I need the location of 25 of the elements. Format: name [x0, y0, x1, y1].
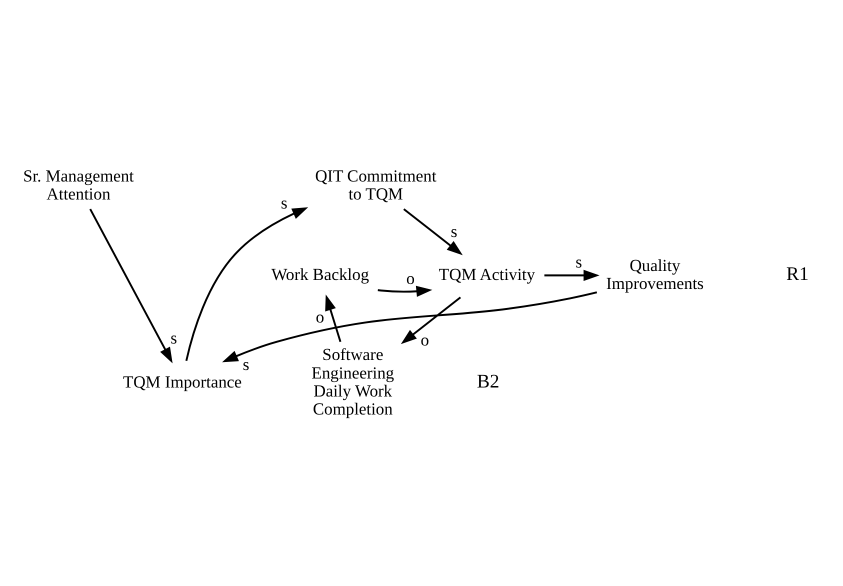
- arrow: [88, 208, 172, 363]
- node-text: Software Engineering Daily Work Completion: [311, 344, 394, 418]
- edge-label: s: [242, 354, 249, 374]
- node-text: TQM Importance: [122, 372, 242, 391]
- label: B2: [476, 371, 499, 392]
- node-text: Work Backlog: [270, 264, 369, 284]
- arrow: [377, 285, 432, 296]
- arrow: [544, 269, 600, 280]
- edge-label: o: [406, 268, 414, 288]
- arrow: [324, 294, 341, 342]
- arrow: [402, 208, 462, 255]
- arrow: [184, 206, 308, 360]
- edge-label: s: [450, 222, 457, 241]
- edge-label: o: [420, 330, 429, 350]
- edge-label: s: [575, 252, 582, 271]
- edge-label: o: [315, 307, 324, 326]
- arrow: [222, 290, 597, 362]
- edge-label: s: [280, 193, 287, 212]
- edge-label: s: [170, 328, 177, 348]
- node-text: TQM Activity: [438, 264, 535, 284]
- node-text: Sr. Management Attention: [22, 166, 134, 203]
- arrow: [400, 296, 461, 344]
- node-text: Quality Improvements: [606, 255, 704, 292]
- node-text: QIT Commitment to TQM: [314, 166, 436, 203]
- label: R1: [786, 263, 808, 284]
